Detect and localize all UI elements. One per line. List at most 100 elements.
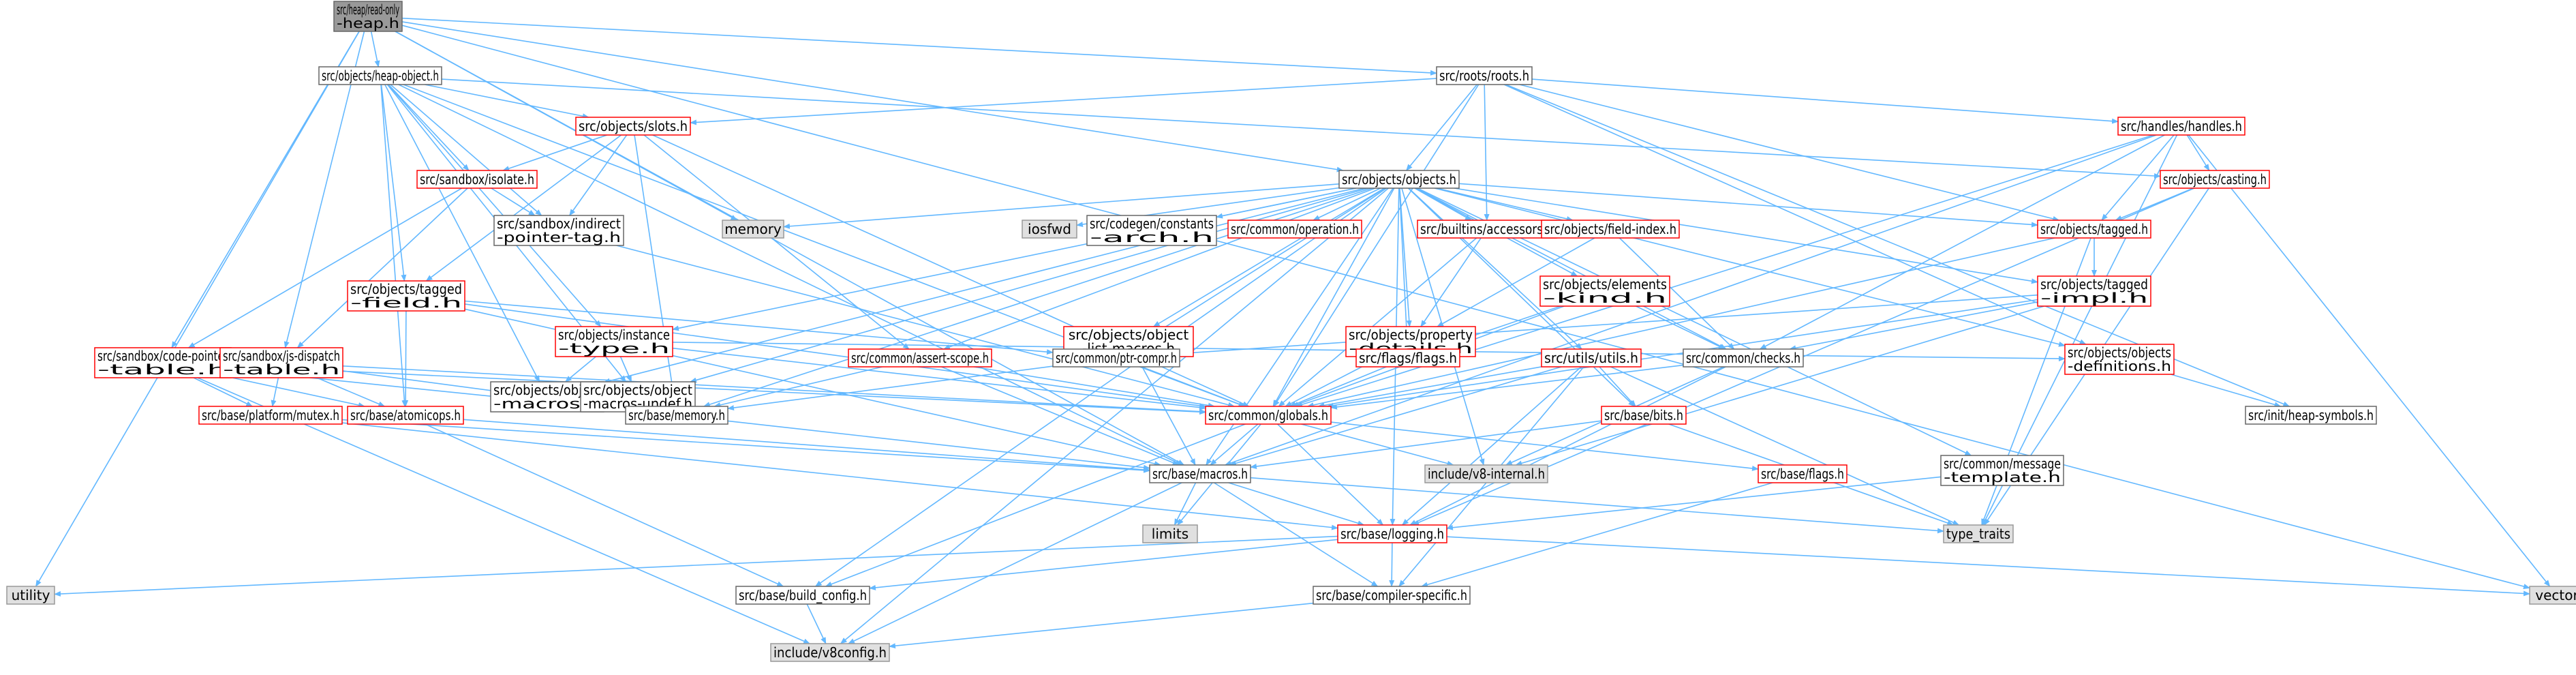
edge-heap-object-to-casting	[441, 78, 2161, 179]
node-tagged[interactable]: src/objects/tagged.h	[2037, 220, 2151, 239]
node-label: src/base/build_config.h	[739, 587, 867, 603]
node-handles[interactable]: src/handles/handles.h	[2117, 117, 2245, 136]
node-roots[interactable]: src/roots/roots.h	[1436, 66, 1533, 85]
edge-objects-to-v8config	[840, 188, 1389, 644]
node-message-template[interactable]: src/common/message-template.h	[1940, 455, 2064, 486]
node-elements-kind[interactable]: src/objects/elements-kind.h	[1539, 275, 1670, 307]
node-box	[2245, 406, 2377, 425]
node-compiler-specific[interactable]: src/base/compiler-specific.h	[1313, 586, 1471, 605]
node-label: src/common/globals.h	[1208, 407, 1328, 423]
node-slots[interactable]: src/objects/slots.h	[575, 117, 691, 136]
node-box	[625, 406, 729, 425]
edge-instance-type-to-object-macros-undef	[619, 356, 632, 382]
edge-heap-object-to-slots	[425, 84, 589, 119]
node-base-flags[interactable]: src/base/flags.h	[1758, 464, 1847, 483]
node-base-macros[interactable]: src/base/macros.h	[1149, 464, 1251, 483]
edge-objects-to-utils-utils	[1408, 188, 1582, 350]
node-label: src/objects/slots.h	[579, 118, 688, 134]
edge-atomicops-to-base-macros	[463, 419, 1150, 472]
node-label: src/common/checks.h	[1686, 350, 1800, 366]
edge-code-pointer-table-to-atomicops	[230, 376, 365, 408]
node-label: src/handles/handles.h	[2121, 118, 2242, 134]
edge-slots-to-indirect-pointer-tag	[569, 134, 628, 216]
node-label: src/objects/tagged-impl.h	[2040, 276, 2148, 306]
edge-assert-scope-to-base-macros	[941, 366, 1180, 466]
edge-read-only-heap-to-vector	[401, 25, 2530, 589]
node-ptr-compr[interactable]: src/common/ptr-compr.h	[1052, 348, 1180, 368]
node-label: src/base/compiler-specific.h	[1316, 587, 1467, 603]
node-box	[1052, 348, 1180, 368]
node-box	[770, 643, 890, 662]
node-objects[interactable]: src/objects/objects.h	[1338, 170, 1460, 189]
node-label: limits	[1152, 526, 1189, 542]
node-common-checks[interactable]: src/common/checks.h	[1683, 348, 1804, 368]
node-platform-mutex[interactable]: src/base/platform/mutex.h	[198, 406, 343, 425]
node-label: include/v8config.h	[773, 644, 887, 661]
node-box	[333, 1, 403, 32]
edge-common-checks-to-globals	[1330, 364, 1684, 410]
node-box	[1337, 524, 1447, 543]
node-read-only-heap[interactable]: src/heap/read-only-heap.h	[333, 1, 403, 32]
node-indirect-pointer-tag[interactable]: src/sandbox/indirect-pointer-tag.h	[493, 215, 624, 246]
node-label: src/init/heap-symbols.h	[2248, 407, 2374, 423]
node-box	[1541, 220, 1680, 239]
node-build-config[interactable]: src/base/build_config.h	[735, 586, 870, 605]
edge-ptr-compr-to-globals	[1139, 366, 1246, 407]
edge-tagged-impl-to-common-checks	[1789, 301, 2038, 351]
node-label: src/common/ptr-compr.h	[1056, 350, 1177, 366]
edge-globals-to-base-macros	[1210, 423, 1259, 466]
edge-roots-to-globals	[1273, 84, 1479, 407]
node-codegen-constants[interactable]: src/codegen/constants-arch.h	[1086, 215, 1217, 246]
node-operation[interactable]: src/common/operation.h	[1227, 220, 1362, 239]
edge-objects-to-objects-definitions	[1434, 188, 2066, 347]
node-box	[2529, 586, 2576, 605]
node-field-index[interactable]: src/objects/field-index.h	[1541, 220, 1680, 239]
node-assert-scope[interactable]: src/common/assert-scope.h	[848, 348, 992, 368]
node-box	[1149, 464, 1251, 483]
node-globals[interactable]: src/common/globals.h	[1205, 406, 1332, 425]
edge-base-macros-to-v8config	[847, 482, 1182, 644]
node-instance-type[interactable]: src/objects/instance-type.h	[555, 326, 673, 357]
node-box	[1086, 215, 1217, 246]
edge-tagged-field-to-atomicops	[403, 310, 409, 407]
node-box	[1313, 586, 1471, 605]
edge-platform-mutex-to-logging	[341, 422, 1338, 530]
edge-globals-to-base-flags	[1330, 421, 1759, 471]
dependency-edges	[35, 17, 2551, 649]
node-box	[1142, 524, 1198, 543]
edge-roots-to-tagged	[1519, 84, 2060, 222]
edge-utils-utils-to-logging	[1401, 366, 1582, 526]
node-label: src/common/message-template.h	[1944, 455, 2061, 485]
edge-objects-to-tagged	[1458, 183, 2038, 228]
edge-atomicops-to-build-config	[425, 423, 784, 587]
edge-heap-object-to-atomicops	[380, 84, 408, 407]
node-tagged-impl[interactable]: src/objects/tagged-impl.h	[2037, 275, 2151, 307]
node-tagged-field[interactable]: src/objects/tagged-field.h	[347, 280, 465, 312]
node-code-pointer-table[interactable]: src/sandbox/code-pointer-table.h	[94, 347, 232, 378]
node-box	[2037, 220, 2151, 239]
node-atomicops[interactable]: src/base/atomicops.h	[347, 406, 464, 425]
node-builtins-accessors[interactable]: src/builtins/accessors.h	[1417, 220, 1557, 239]
node-base-bits[interactable]: src/base/bits.h	[1601, 406, 1687, 425]
edge-read-only-heap-to-objects	[401, 21, 1344, 172]
node-label: src/objects/field-index.h	[1544, 221, 1676, 237]
node-js-dispatch-table[interactable]: src/sandbox/js-dispatch-table.h	[219, 347, 343, 378]
node-label: src/base/platform/mutex.h	[202, 407, 339, 423]
node-base-memory[interactable]: src/base/memory.h	[625, 406, 729, 425]
node-heap-object[interactable]: src/objects/heap-object.h	[318, 66, 442, 85]
node-heap-symbols[interactable]: src/init/heap-symbols.h	[2245, 406, 2377, 425]
edge-utils-utils-to-type-traits	[1610, 366, 1960, 526]
node-flags-flags[interactable]: src/flags/flags.h	[1355, 348, 1460, 368]
node-label: src/base/macros.h	[1152, 466, 1248, 482]
node-casting[interactable]: src/objects/casting.h	[2160, 170, 2270, 189]
edge-handles-to-base-macros	[1224, 134, 2157, 466]
node-objects-definitions[interactable]: src/objects/objects-definitions.h	[2064, 344, 2175, 375]
node-label: src/objects/tagged.h	[2040, 221, 2148, 237]
node-box	[722, 220, 784, 239]
node-utils-utils[interactable]: src/utils/utils.h	[1541, 348, 1642, 368]
node-isolate[interactable]: src/sandbox/isolate.h	[416, 170, 538, 189]
node-logging[interactable]: src/base/logging.h	[1337, 524, 1447, 543]
edge-compiler-specific-to-v8config	[889, 602, 1314, 649]
node-box	[2117, 117, 2245, 136]
edge-message-template-to-logging	[1446, 476, 1942, 530]
